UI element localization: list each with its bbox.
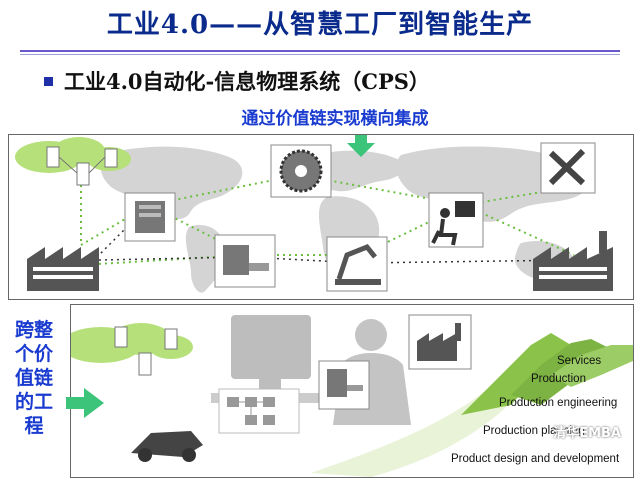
node-tools-icon (540, 142, 596, 194)
node-factory-bottom (408, 314, 472, 370)
stage-product-design: Product design and development (451, 453, 620, 465)
stage-services: Services (557, 355, 602, 367)
vertical-integration-label: 跨整 个价 值链 的工 程 (8, 318, 60, 438)
vertical-label-line: 跨整 (14, 319, 53, 341)
slide-title: 工业4.0——从智慧工厂到智能生产 (106, 10, 534, 40)
race-car-icon (131, 431, 203, 462)
node-printer (124, 192, 176, 242)
node-machine-bottom (318, 360, 370, 410)
value-chain-diagram (71, 314, 633, 477)
arrow-right-icon (66, 388, 104, 418)
node-robot-arm (326, 236, 388, 292)
title-underline-thin (20, 54, 620, 55)
monitor-icon (231, 315, 311, 379)
factory-icon-right (533, 231, 613, 291)
vertical-label-line: 的工 (14, 391, 53, 413)
vertical-label-line: 值链 (14, 367, 53, 389)
node-worker-computer (428, 192, 484, 248)
value-chain-stages (311, 333, 633, 477)
vertical-label-line: 程 (24, 415, 44, 437)
horizontal-integration-label: 通过价值链实现横向集成 (241, 109, 429, 129)
horizontal-integration-panel (8, 134, 634, 300)
vertical-label-line: 个价 (14, 343, 53, 365)
watermark: 清华EMBA (553, 426, 621, 441)
slide-subtitle: 工业4.0自动化-信息物理系统（CPS） (64, 69, 430, 94)
cloud-icon-bottom (71, 323, 193, 376)
title-underline (20, 50, 620, 52)
stage-production: Production (531, 373, 586, 385)
stage-production-planning: Production planning (483, 425, 585, 437)
factory-icon-left (27, 247, 99, 291)
bullet-square-icon (44, 77, 53, 86)
node-saw-gear (270, 144, 332, 198)
process-flow-icon (218, 388, 300, 434)
world-map-diagram (15, 135, 613, 293)
cloud-icon (15, 137, 131, 186)
person-silhouette-icon (355, 319, 387, 351)
node-cnc-machine (214, 234, 276, 288)
connection-lines (80, 174, 585, 266)
stage-production-engineering: Production engineering (499, 397, 618, 409)
arrow-down-icon (347, 135, 375, 157)
vertical-integration-panel: Services Production Production engineeri… (70, 304, 634, 478)
